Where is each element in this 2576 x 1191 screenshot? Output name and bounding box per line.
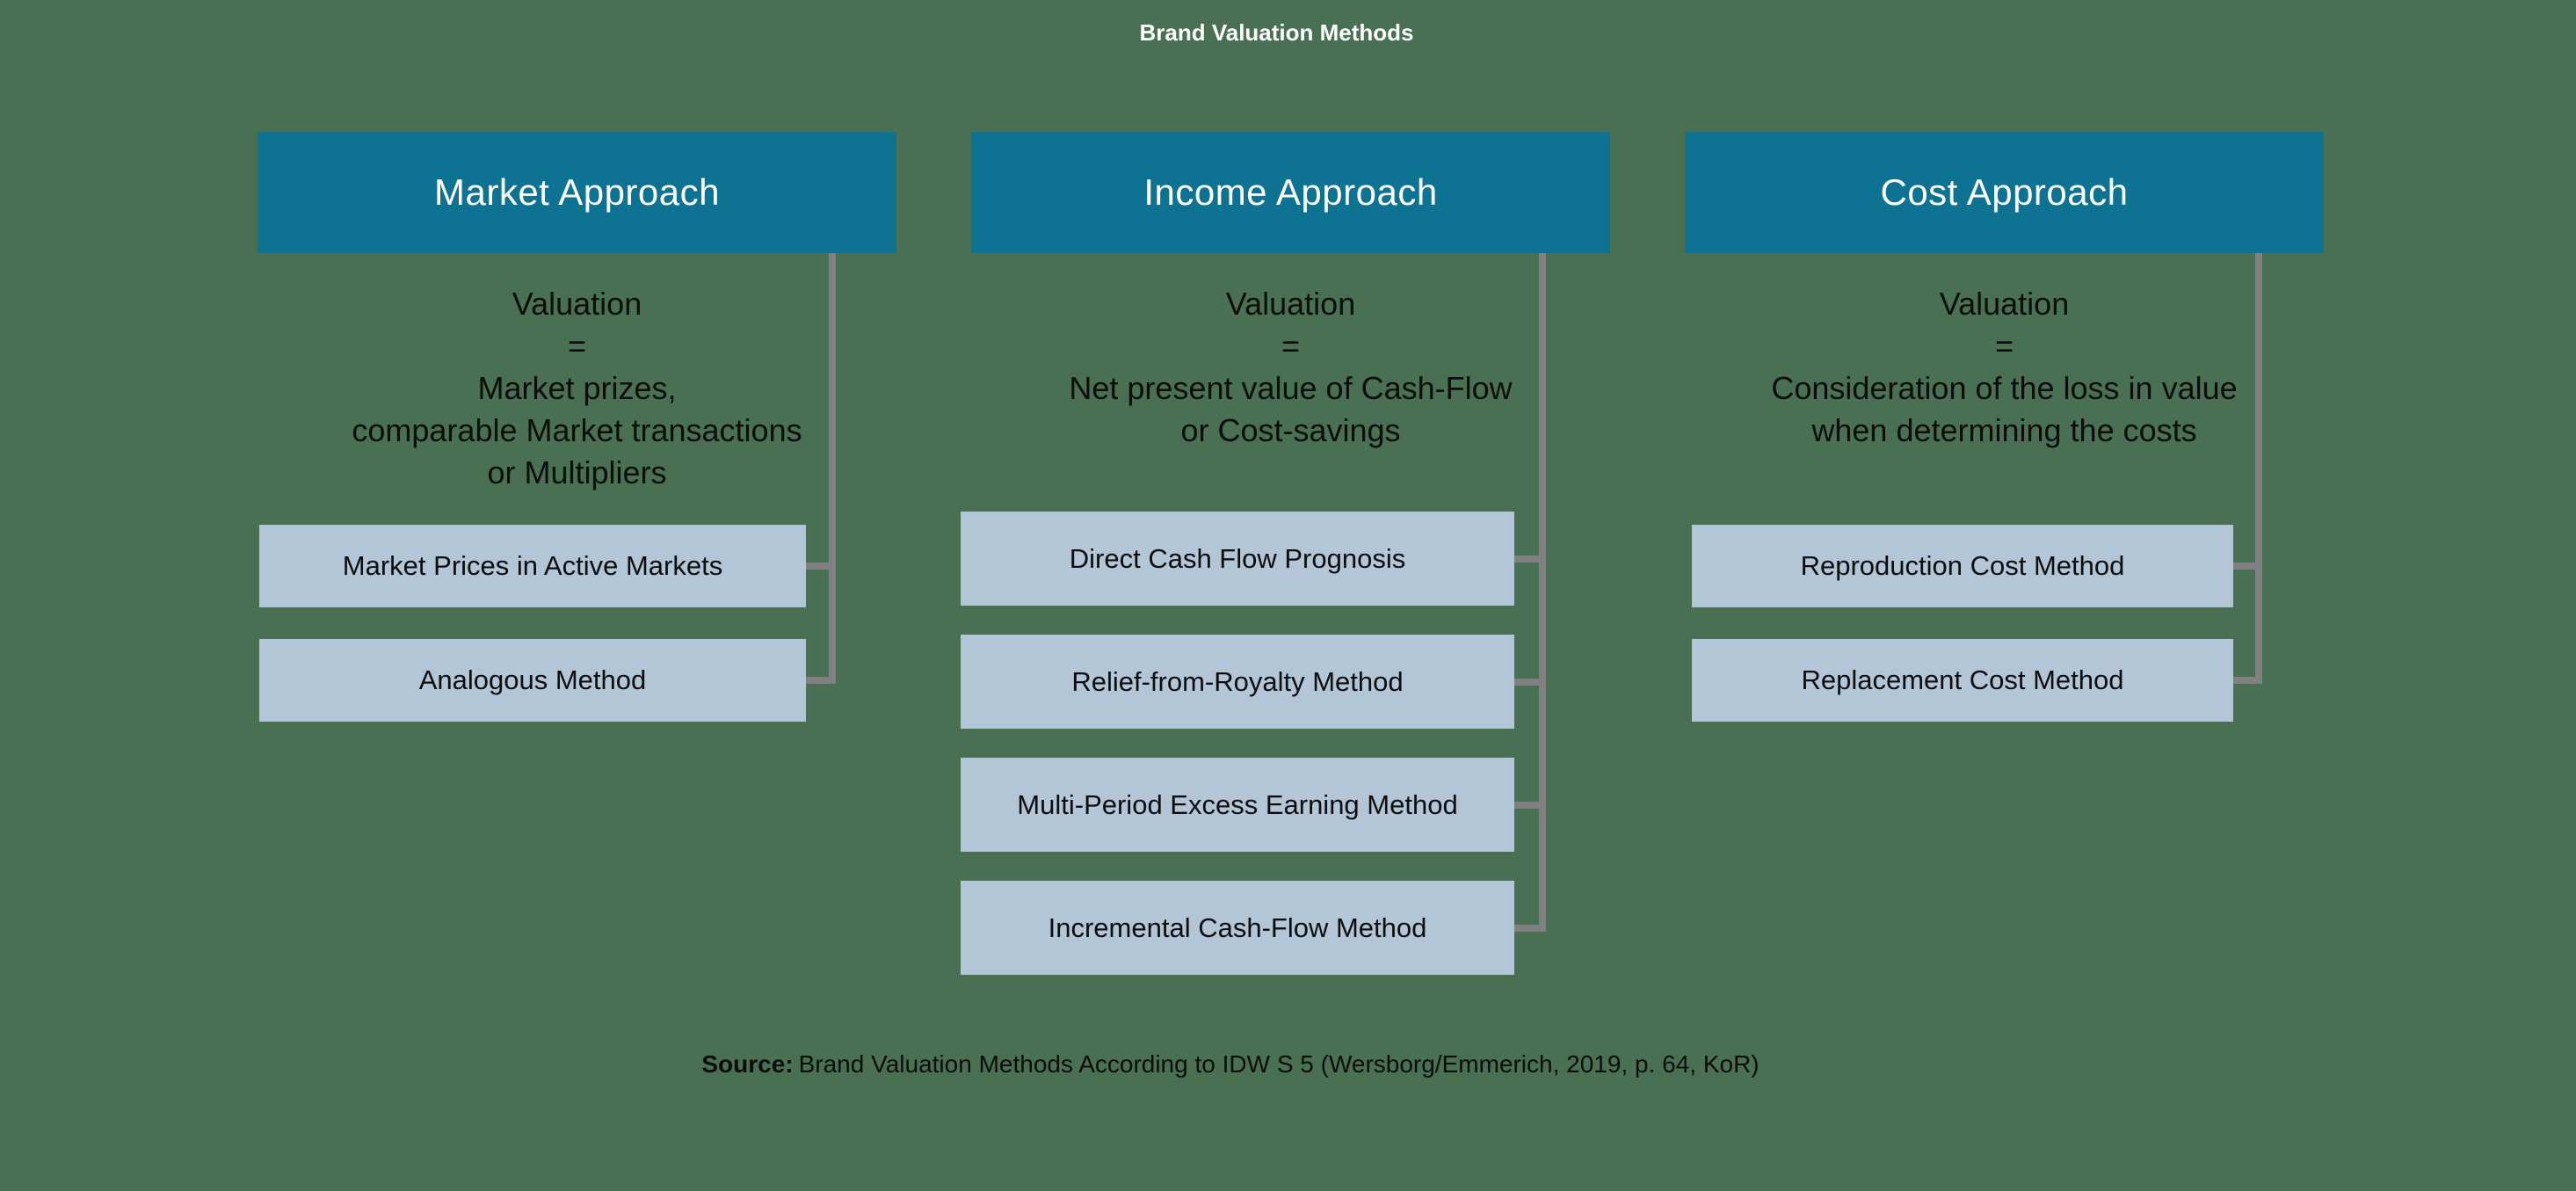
income-approach-header-label: Income Approach — [1143, 171, 1438, 213]
cost-approach-header-label: Cost Approach — [1880, 171, 2129, 213]
method-label: Direct Cash Flow Prognosis — [1069, 542, 1406, 574]
description-line: = — [1994, 328, 2014, 364]
method-label: Analogous Method — [418, 664, 647, 695]
market-approach-description: Valuation = Market prizes, comparable Ma… — [258, 283, 896, 494]
description-line: Valuation — [1939, 286, 2070, 322]
cost-approach-header: Cost Approach — [1685, 132, 2324, 253]
method-box-incremental-cash-flow-method: Incremental Cash-Flow Method — [961, 881, 1514, 975]
method-box-analogous-method: Analogous Method — [259, 639, 806, 722]
method-label: Replacement Cost Method — [1801, 664, 2124, 695]
method-label: Market Prices in Active Markets — [342, 550, 723, 581]
description-line: Net present value of Cash-Flow — [1069, 370, 1513, 406]
description-line: Consideration of the loss in value — [1771, 370, 2238, 406]
method-box-direct-cash-flow-prognosis: Direct Cash Flow Prognosis — [961, 512, 1514, 606]
description-line: when determining the costs — [1811, 412, 2197, 448]
method-box-replacement-cost-method: Replacement Cost Method — [1692, 639, 2233, 722]
connector-trunk-cost — [2255, 253, 2262, 684]
method-label: Incremental Cash-Flow Method — [1048, 911, 1427, 943]
description-line: = — [1281, 328, 1301, 364]
connector-branch — [804, 677, 836, 684]
income-approach-description: Valuation = Net present value of Cash-Fl… — [971, 283, 1610, 452]
column-income-approach: Income Approach Valuation = Net present … — [961, 132, 1610, 1002]
description-line: = — [567, 328, 587, 364]
column-cost-approach: Cost Approach Valuation = Consideration … — [1685, 132, 2324, 1002]
method-label: Multi-Period Excess Earning Method — [1017, 788, 1458, 820]
connector-branch — [804, 563, 836, 570]
source-caption-label: Source: — [701, 1050, 794, 1078]
column-market-approach: Market Approach Valuation = Market prize… — [258, 132, 896, 1002]
market-approach-header: Market Approach — [258, 132, 896, 253]
connector-trunk-income — [1539, 253, 1546, 932]
description-line: Market prizes, — [477, 370, 677, 406]
connector-trunk-market — [829, 253, 836, 684]
description-line: or Multipliers — [487, 454, 667, 490]
description-line: Valuation — [512, 286, 642, 322]
source-caption-text: Brand Valuation Methods According to IDW… — [798, 1050, 1760, 1078]
method-box-multi-period-excess-earning-method: Multi-Period Excess Earning Method — [961, 758, 1514, 852]
connector-branch — [1513, 556, 1546, 563]
method-label: Relief-from-Royalty Method — [1071, 665, 1404, 697]
cost-approach-description: Valuation = Consideration of the loss in… — [1685, 283, 2324, 452]
connector-branch — [1513, 802, 1546, 809]
market-approach-header-label: Market Approach — [433, 171, 720, 213]
source-caption: Source:Brand Valuation Methods According… — [0, 1048, 2461, 1081]
connector-branch — [2231, 677, 2262, 684]
connector-branch — [1513, 679, 1546, 686]
connector-branch — [1513, 925, 1546, 932]
description-line: or Cost-savings — [1180, 412, 1401, 448]
slide-title: Brand Valuation Methods — [1139, 19, 1414, 46]
method-box-reproduction-cost-method: Reproduction Cost Method — [1692, 525, 2233, 607]
method-label: Reproduction Cost Method — [1800, 550, 2125, 581]
method-box-market-prices-in-active-markets: Market Prices in Active Markets — [259, 525, 806, 607]
income-approach-header: Income Approach — [971, 132, 1610, 253]
connector-branch — [2231, 563, 2262, 570]
description-line: Valuation — [1225, 286, 1356, 322]
method-box-relief-from-royalty-method: Relief-from-Royalty Method — [961, 635, 1514, 729]
description-line: comparable Market transactions — [352, 412, 802, 448]
